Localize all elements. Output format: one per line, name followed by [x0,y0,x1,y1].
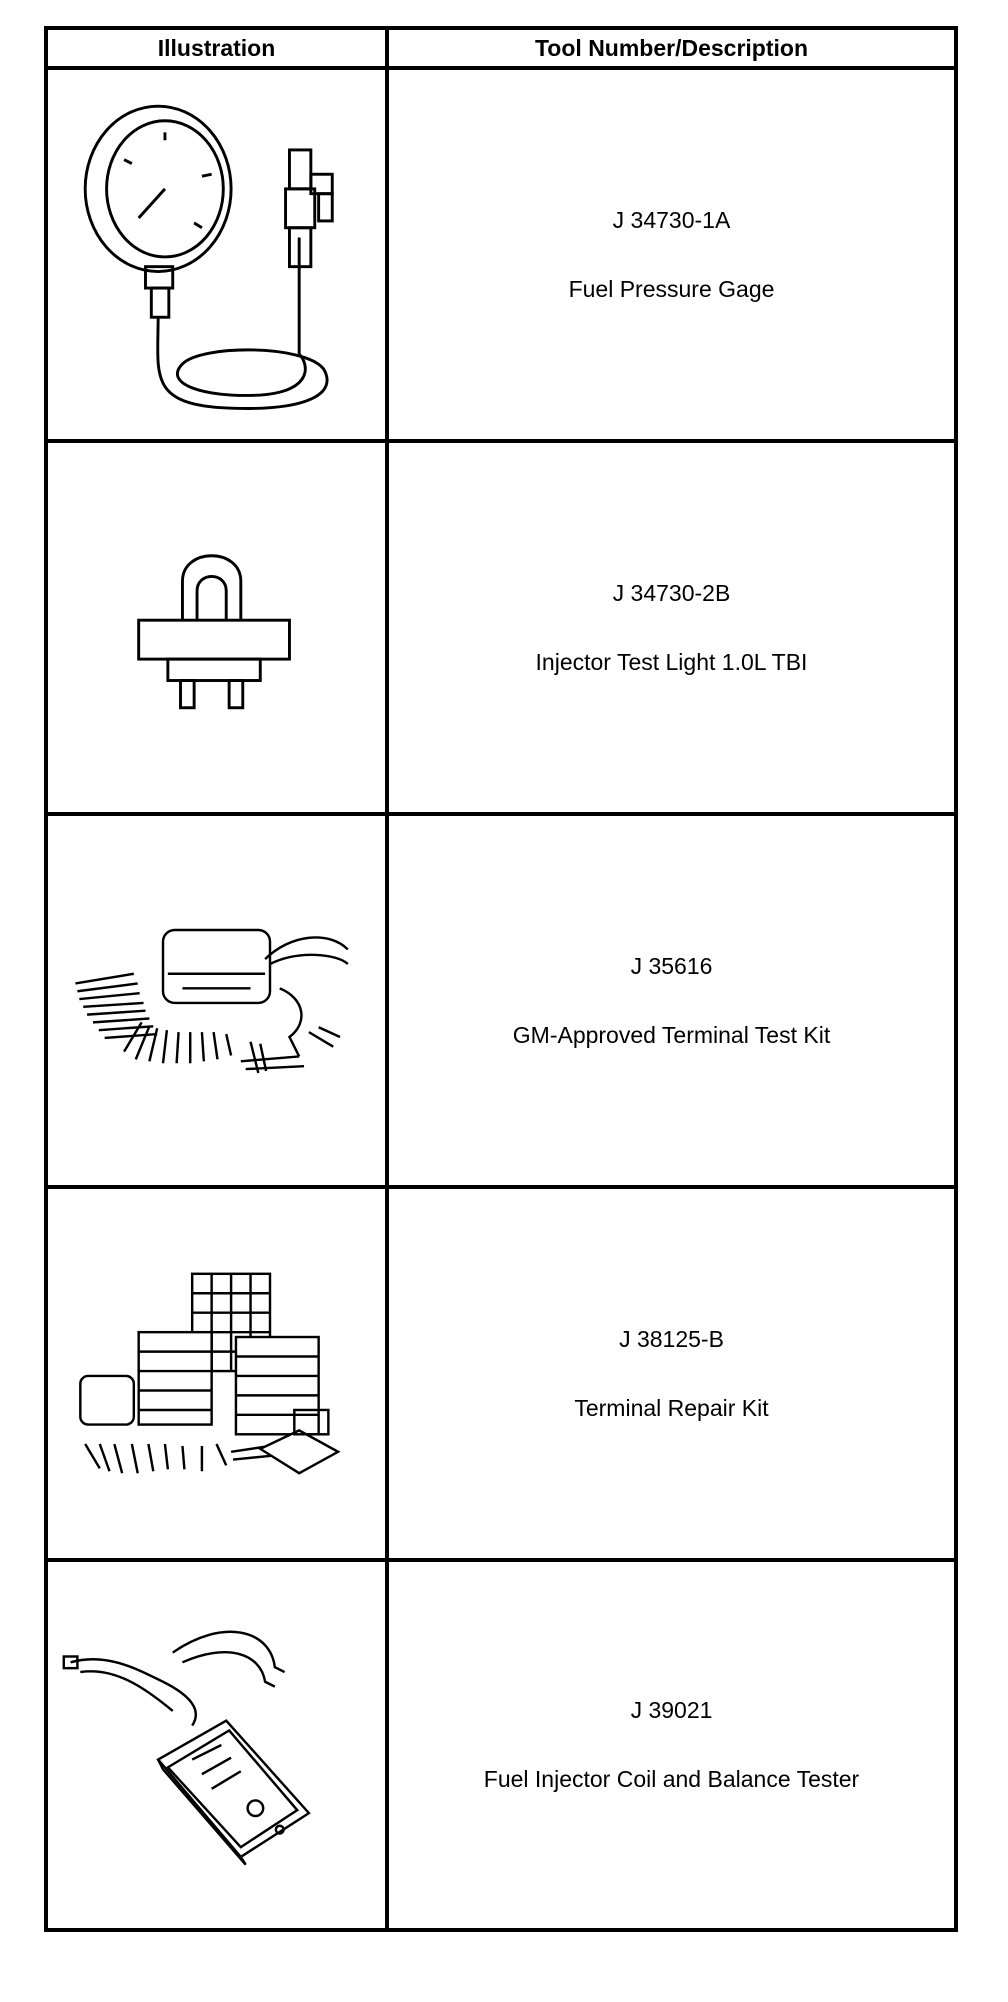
tool-number: J 38125-B [619,1325,724,1352]
table-row: J 39021 Fuel Injector Coil and Balance T… [48,1562,954,1928]
table-row: J 35616 GM-Approved Terminal Test Kit [48,816,954,1189]
tool-description: Fuel Injector Coil and Balance Tester [483,1766,860,1792]
table-row: J 34730-1A Fuel Pressure Gage [48,70,954,443]
tool-description: Injector Test Light 1.0L TBI [535,648,808,675]
header-tool-description: Tool Number/Description [534,34,809,61]
description-cell: J 35616 GM-Approved Terminal Test Kit [389,816,954,1185]
illustration-cell [48,816,389,1185]
description-cell: J 34730-1A Fuel Pressure Gage [389,70,954,439]
injector-test-light-icon [56,451,377,804]
table-row: J 38125-B Terminal Repair Kit [48,1189,954,1562]
table-row: J 34730-2B Injector Test Light 1.0L TBI [48,443,954,816]
illustration-cell [48,1562,389,1928]
terminal-repair-kit-icon [56,1197,377,1550]
tool-description: Terminal Repair Kit [574,1394,769,1421]
table-header-row: Illustration Tool Number/Description [48,30,954,70]
tool-description: GM-Approved Terminal Test Kit [512,1021,831,1048]
tool-number: J 35616 [630,952,713,979]
tool-number: J 34730-1A [612,206,731,233]
illustration-cell [48,70,389,439]
header-illustration: Illustration [48,30,389,66]
tools-table: Illustration Tool Number/Description [44,26,958,1932]
tool-description: Fuel Pressure Gage [568,275,775,302]
description-cell: J 38125-B Terminal Repair Kit [389,1189,954,1558]
illustration-cell [48,1189,389,1558]
terminal-test-kit-icon [56,824,377,1177]
description-cell: J 39021 Fuel Injector Coil and Balance T… [389,1562,954,1928]
illustration-cell [48,443,389,812]
fuel-pressure-gage-icon [56,78,377,431]
description-cell: J 34730-2B Injector Test Light 1.0L TBI [389,443,954,812]
tool-number: J 39021 [630,1697,713,1723]
injector-tester-icon [56,1570,377,1920]
tool-number: J 34730-2B [612,579,731,606]
